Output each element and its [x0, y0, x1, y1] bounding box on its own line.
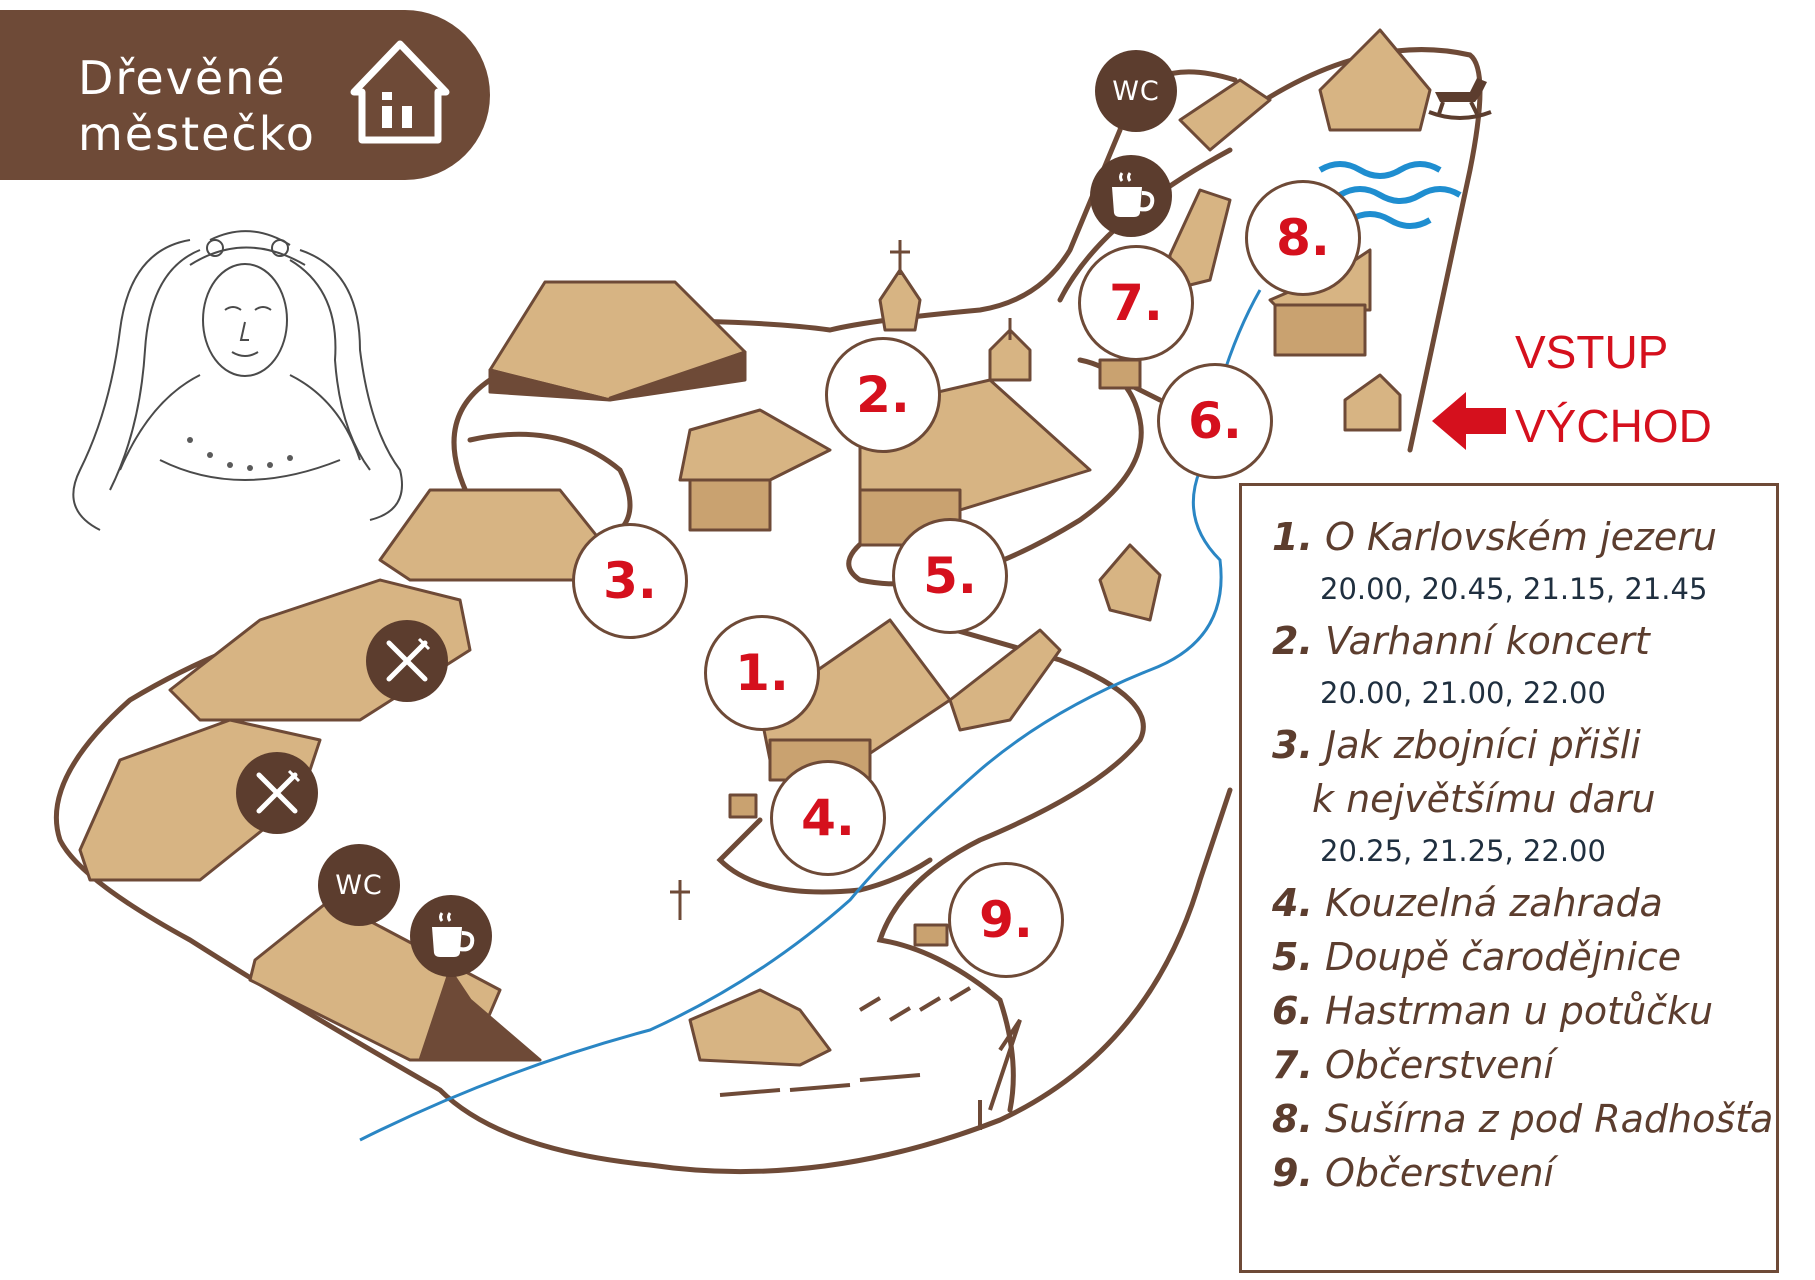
water-nymph-drawing	[72, 230, 403, 531]
legend-item-1[interactable]: 1. O Karlovském jezeru 20.00, 20.45, 21.…	[1272, 510, 1776, 614]
arrow-left-icon	[1432, 392, 1506, 450]
small-hut	[1098, 543, 1162, 622]
entrance-label: VSTUP VÝCHOD	[1515, 326, 1712, 452]
legend-item-7[interactable]: 7. Občerstvení	[1272, 1043, 1555, 1087]
marker-5[interactable]: 5.	[892, 518, 1008, 634]
fork-knife-icon	[366, 620, 448, 702]
page-title: Dřevěné městečko	[78, 51, 316, 161]
hut-south	[688, 988, 832, 1067]
stream	[359, 289, 1262, 1142]
rocking-horse-icon	[1428, 78, 1492, 120]
marker-2[interactable]: 2.	[825, 337, 941, 453]
title-banner: Dřevěné městečko	[0, 10, 490, 180]
legend-times: 20.25, 21.25, 22.00	[1320, 834, 1606, 868]
legend: 1. O Karlovském jezeru 20.00, 20.45, 21.…	[1239, 483, 1779, 1273]
marker-9[interactable]: 9.	[948, 862, 1064, 978]
cottage-1	[758, 618, 952, 762]
legend-times: 20.00, 20.45, 21.15, 21.45	[1320, 572, 1708, 606]
entrance-hut	[1343, 373, 1402, 432]
hut-4	[728, 793, 758, 819]
marker-4[interactable]: 4.	[770, 760, 886, 876]
wc-badge-north: WC	[1095, 50, 1177, 132]
pond-waves	[1318, 161, 1462, 229]
fork-knife-icon	[236, 752, 318, 834]
legend-item-3[interactable]: 3. Jak zbojníci přišli k největšímu daru…	[1272, 718, 1776, 876]
house-north-east	[1318, 28, 1432, 132]
legend-item-6[interactable]: 6. Hastrman u potůčku	[1272, 989, 1714, 1033]
legend-item-2[interactable]: 2. Varhanní koncert 20.00, 21.00, 22.00	[1272, 614, 1776, 718]
marker-6[interactable]: 6.	[1157, 363, 1273, 479]
legend-item-5[interactable]: 5. Doupě čarodějnice	[1272, 935, 1682, 979]
house-north	[1178, 78, 1272, 152]
legend-item-8[interactable]: 8. Sušírna z pod Radhošťa	[1272, 1097, 1774, 1141]
cottage-5	[948, 628, 1062, 732]
marker-3[interactable]: 3.	[572, 523, 688, 639]
house-icon	[350, 40, 450, 144]
shed	[1098, 358, 1142, 390]
coffee-cup-icon	[410, 895, 492, 977]
marker-7[interactable]: 7.	[1078, 245, 1194, 361]
footpath-meadow	[716, 617, 1146, 1113]
meadow-strokes	[719, 986, 1022, 1130]
legend-item-4[interactable]: 4. Kouzelná zahrada	[1272, 881, 1663, 925]
shed-9	[913, 923, 949, 947]
coffee-cup-icon	[1090, 155, 1172, 237]
footpath-west	[467, 431, 633, 533]
marker-1[interactable]: 1.	[704, 615, 820, 731]
legend-item-9[interactable]: 9. Občerstvení	[1272, 1151, 1555, 1195]
cottage	[678, 408, 832, 482]
marker-8[interactable]: 8.	[1245, 180, 1361, 296]
legend-times: 20.00, 21.00, 22.00	[1320, 676, 1606, 710]
wc-badge-south: WC	[318, 844, 400, 926]
